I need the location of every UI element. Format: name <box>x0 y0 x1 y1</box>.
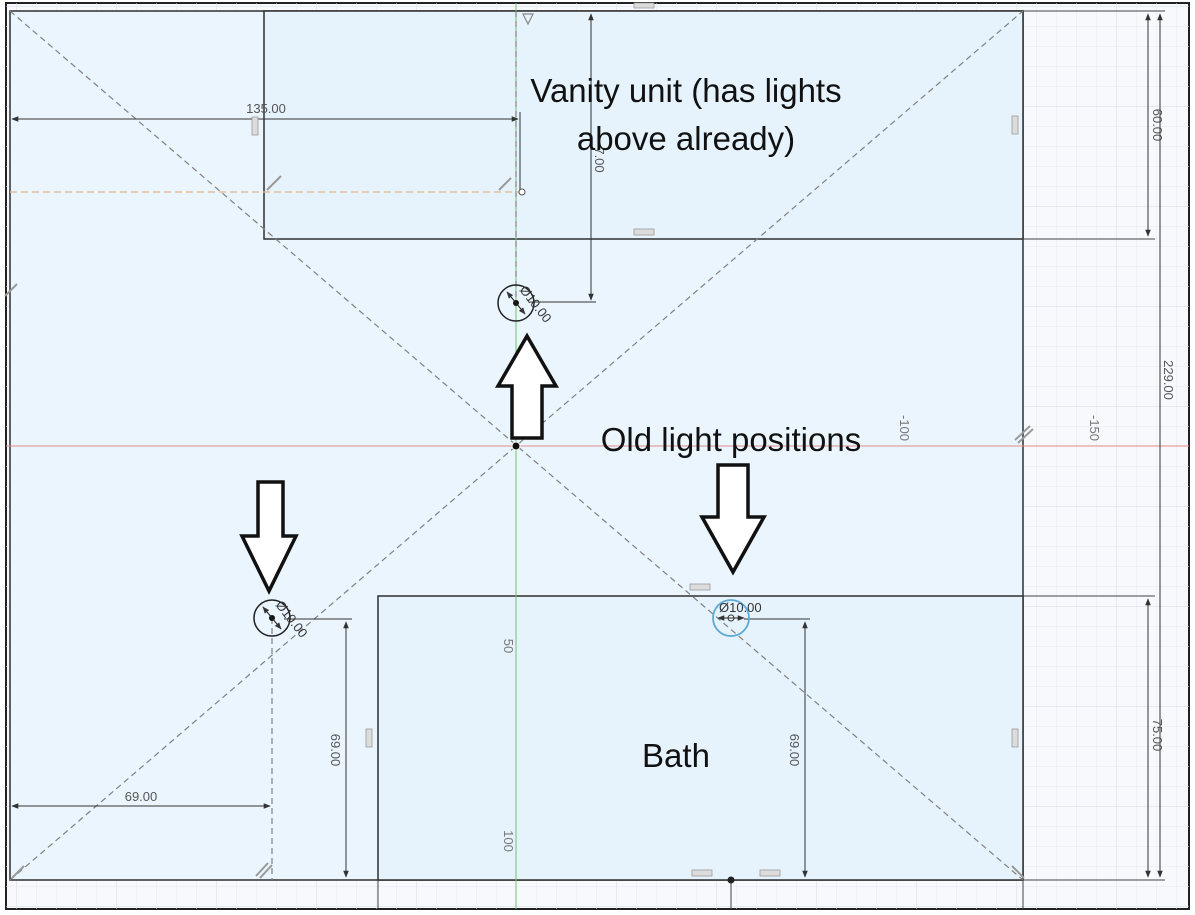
dimension-7-value[interactable]: 7.00 <box>592 147 607 172</box>
axis-mark-neg150: -150 <box>1087 415 1102 441</box>
coincident-icon[interactable] <box>4 175 1034 879</box>
sketch-point[interactable] <box>518 188 526 196</box>
sketch-point[interactable] <box>727 876 735 884</box>
bath-label: Bath <box>642 737 710 774</box>
vanity-unit-label-line1: Vanity unit (has lights <box>530 72 841 109</box>
down-arrow-right <box>699 463 767 576</box>
vanity-unit-outline[interactable] <box>263 10 1024 240</box>
axis-mark-50: 50 <box>501 639 516 653</box>
dimension-60-value[interactable]: 60.00 <box>1150 109 1165 142</box>
origin-point[interactable] <box>511 441 521 451</box>
dimension-69-horizontal-value[interactable]: 69.00 <box>125 789 158 804</box>
construction-diagonal-2[interactable] <box>9 10 1024 881</box>
axis-mark-neg100: -100 <box>897 415 912 441</box>
midpoint-marker[interactable] <box>522 13 534 26</box>
vanity-unit-label-line2: above already) <box>577 120 795 157</box>
light-right-diameter[interactable]: Ø10.00 <box>719 600 762 615</box>
dimension-69-vertical-left-value[interactable]: 69.00 <box>328 734 343 767</box>
down-arrow-left <box>239 480 299 595</box>
dimension-75-value[interactable]: 75.00 <box>1150 719 1165 752</box>
dimension-69-vertical-right-value[interactable]: 69.00 <box>787 734 802 767</box>
up-arrow <box>494 332 560 440</box>
old-light-positions-label: Old light positions <box>601 421 861 458</box>
axis-mark-100: 100 <box>501 830 516 852</box>
dimension-135-value[interactable]: 135.00 <box>246 101 286 116</box>
constraint-icon[interactable] <box>251 2 1019 877</box>
dimension-229-value[interactable]: 229.00 <box>1161 360 1176 400</box>
bath-outline[interactable] <box>377 595 1024 881</box>
construction-diagonal-1[interactable] <box>9 10 1024 881</box>
light-right[interactable]: Ø10.00 <box>712 599 762 637</box>
